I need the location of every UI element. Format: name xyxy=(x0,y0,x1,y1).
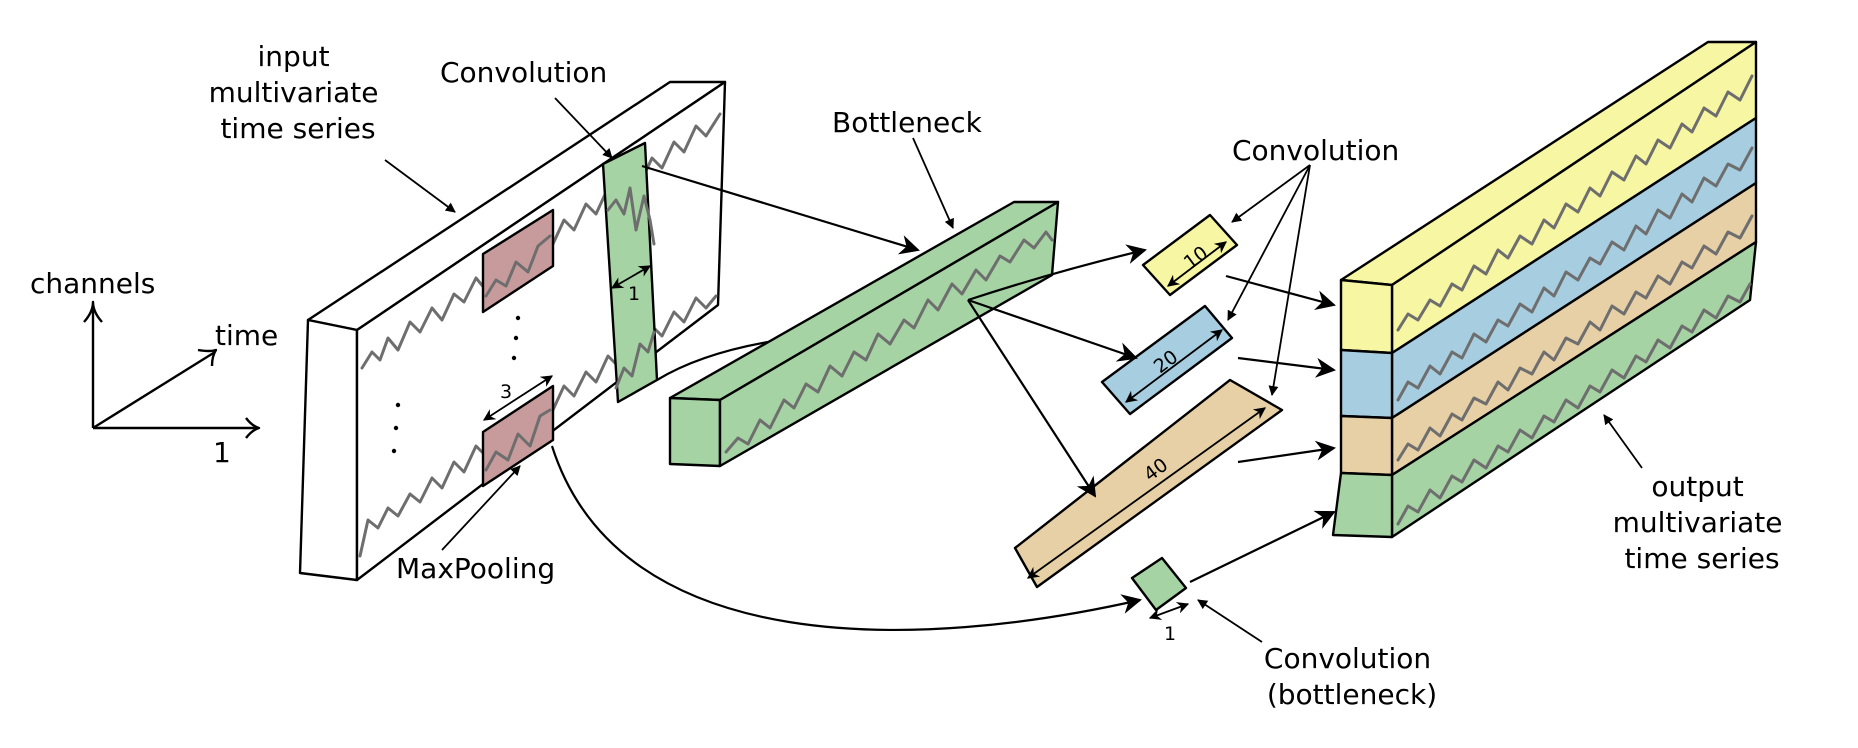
input-conv-wave-bottom xyxy=(614,330,656,390)
conv-right-label: Convolution xyxy=(1232,134,1399,167)
output-series-line-2: multivariate xyxy=(1613,506,1783,539)
channel-ellipsis xyxy=(391,402,401,454)
input-panel-side-face xyxy=(298,318,359,582)
output-tan-side xyxy=(1339,414,1394,477)
output-time-series-block xyxy=(1331,40,1758,539)
time-axis xyxy=(92,350,216,430)
arrow-to-kernel-20 xyxy=(967,298,1138,362)
axes: channels time 1 xyxy=(30,267,278,469)
bottleneck-end-face xyxy=(668,396,722,468)
input-time-series-panel xyxy=(298,80,727,582)
channels-label: channels xyxy=(30,267,155,300)
kernel-bottleneck-1: 1 xyxy=(1130,556,1190,645)
bottleneck-bar xyxy=(668,200,1060,468)
text-labels: input multivariate time series Convoluti… xyxy=(209,40,1792,711)
arrow-to-bottleneck xyxy=(641,164,920,255)
arrow-to-kernel-40 xyxy=(967,299,1097,498)
time-axis-arrowhead xyxy=(197,348,218,367)
input-conv-window: 1 xyxy=(601,141,659,404)
conv-width-dimension xyxy=(610,265,652,289)
pointer-conv-bottleneck xyxy=(1197,599,1263,643)
conv-bottleneck-line-2: (bottleneck) xyxy=(1267,678,1437,711)
output-wave-tan xyxy=(1396,214,1754,462)
bottleneck-link-line xyxy=(656,340,769,381)
pointer-conv-right-40 xyxy=(1268,164,1311,396)
kernel-10-dimension xyxy=(1167,241,1227,287)
pointer-conv-right-10 xyxy=(1231,164,1311,223)
pool-ellipsis xyxy=(511,315,521,361)
pointer-input-series xyxy=(384,159,456,213)
kernel-1-dimension xyxy=(1148,602,1190,620)
arrow-kernel-1-to-output xyxy=(1189,510,1336,583)
conv-bottleneck-label: Convolution (bottleneck) xyxy=(1264,642,1440,711)
kernel-20-dimension xyxy=(1125,329,1223,403)
one-label: 1 xyxy=(213,436,231,469)
one-axis-arrowhead xyxy=(245,417,261,439)
arrow-kernel-40-to-output xyxy=(1237,440,1336,464)
flow-arrows xyxy=(550,164,1336,631)
arrow-kernel-20-to-output xyxy=(1237,356,1336,378)
output-yellow-side xyxy=(1339,278,1394,355)
conv-bottleneck-line-1: Convolution xyxy=(1264,642,1431,675)
output-green-side xyxy=(1331,471,1394,539)
conv-width-label: 1 xyxy=(628,283,640,305)
maxpool-window-top xyxy=(481,208,555,314)
conv-top-label: Convolution xyxy=(440,56,607,89)
input-series-label: input multivariate time series xyxy=(209,40,388,145)
pointer-maxpooling xyxy=(441,465,521,551)
arrow-maxpool-to-kernel-1 xyxy=(550,445,1142,631)
output-blue-side xyxy=(1339,348,1394,420)
kernel-10: 10 xyxy=(1141,213,1239,297)
input-conv-wave-top xyxy=(606,186,656,246)
pointer-output-series xyxy=(1603,414,1643,469)
maxpooling-label: MaxPooling xyxy=(396,552,555,585)
kernel-1-rect xyxy=(1130,556,1188,612)
pointer-conv-right-20 xyxy=(1227,164,1311,321)
maxpooling-windows: 3 xyxy=(481,208,555,488)
input-panel-front-face xyxy=(355,80,727,582)
time-label: time xyxy=(215,319,278,352)
output-series-label: output multivariate time series xyxy=(1613,470,1792,575)
output-wave-green xyxy=(1396,282,1752,526)
pool-width-dimension xyxy=(482,375,554,421)
output-wave-yellow xyxy=(1396,74,1754,332)
maxpool-top-wave xyxy=(484,234,552,298)
bottleneck-wave xyxy=(724,230,1054,454)
arrow-kernel-10-to-output xyxy=(1225,274,1336,310)
channels-axis-arrowhead xyxy=(83,300,103,323)
pointer-bottleneck xyxy=(912,137,954,229)
kernel-40: 40 xyxy=(1013,378,1284,589)
input-series-line-3: time series xyxy=(220,112,375,145)
pointer-conv-top xyxy=(554,97,613,159)
input-series-line-2: multivariate xyxy=(209,76,379,109)
kernel-1-label: 1 xyxy=(1164,623,1176,645)
kernel-20: 20 xyxy=(1100,304,1234,416)
input-series-line-1: input xyxy=(258,40,330,73)
output-wave-blue xyxy=(1396,146,1754,402)
arrow-to-kernel-10 xyxy=(967,244,1147,302)
kernel-40-dimension xyxy=(1027,407,1266,579)
label-pointers xyxy=(384,97,1643,643)
output-series-line-1: output xyxy=(1651,470,1743,503)
bottleneck-label: Bottleneck xyxy=(832,106,983,139)
output-series-line-3: time series xyxy=(1624,542,1779,575)
pool-width-label: 3 xyxy=(500,381,512,403)
